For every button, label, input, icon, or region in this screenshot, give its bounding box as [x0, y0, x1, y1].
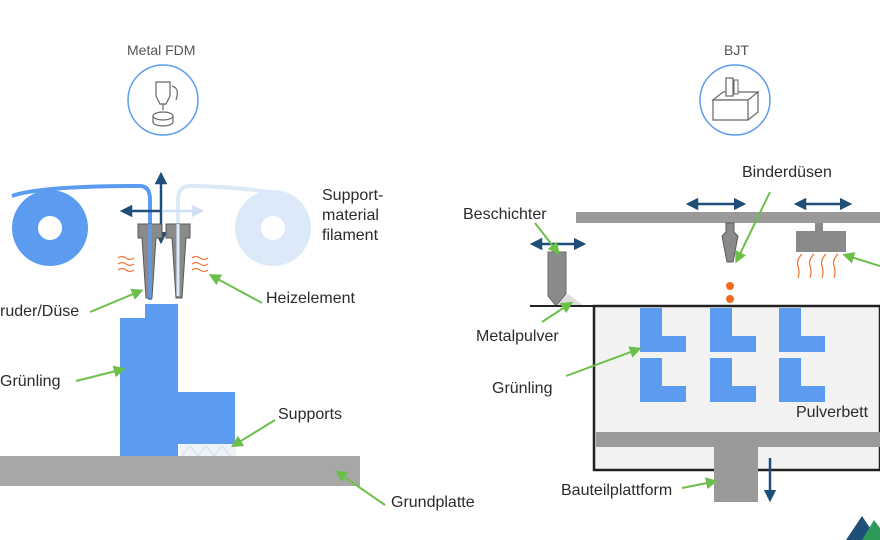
bjt-process-icon [699, 64, 771, 136]
leader-build-platform [681, 477, 718, 490]
label-bjt-green-part: Grünling [492, 380, 553, 397]
label-support-filament-line2: material [322, 207, 379, 224]
label-metal-powder: Metalpulver [476, 328, 559, 345]
leader-metal-powder [541, 301, 574, 323]
fdm-title: Metal FDM [127, 42, 196, 58]
fdm-process-icon [127, 64, 199, 136]
label-support-filament-line3: filament [322, 227, 379, 244]
fdm-supports [180, 444, 236, 457]
label-support-filament-line1: Support- [322, 187, 384, 204]
label-heater: Heizelement [266, 290, 355, 307]
metal-filament-spool [12, 190, 88, 266]
bjt-green-parts [640, 308, 825, 402]
leader-heater-right [842, 252, 880, 267]
binder-nozzle [721, 222, 739, 263]
support-filament-spool [235, 190, 311, 266]
heat-waves-left [117, 255, 135, 273]
label-powder-bed: Pulverbett [796, 404, 869, 421]
bed-floor [596, 432, 880, 447]
metal-filament-path [11, 183, 152, 300]
label-fdm-green-part: Grünling [0, 373, 61, 390]
leader-supports [230, 419, 276, 448]
binder-droplet-2 [726, 295, 734, 303]
binder-droplet-1 [726, 282, 734, 290]
label-build-platform: Bauteilplattform [561, 482, 673, 499]
label-coater: Beschichter [463, 206, 547, 223]
label-nozzle: ruder/Düse [0, 303, 80, 320]
bjt-gantry [576, 212, 880, 223]
label-supports: Supports [278, 406, 343, 423]
leader-nozzle [89, 288, 144, 313]
bjt-heater [796, 223, 846, 279]
fdm-green-part [120, 304, 235, 456]
leader-binder [735, 191, 771, 264]
label-base-plate: Grundplatte [391, 494, 475, 511]
leader-coater [534, 222, 560, 255]
support-filament-path [176, 183, 286, 240]
company-logo-icon [846, 516, 880, 540]
heat-waves-right [191, 255, 209, 273]
coater-blade [547, 251, 567, 307]
bjt-title: BJT [724, 42, 749, 58]
fdm-base-plate [0, 456, 360, 486]
label-binder-nozzles: Binderdüsen [742, 164, 832, 181]
leader-heater [208, 274, 263, 304]
extruder-nozzles [137, 223, 191, 299]
leader-base-plate [335, 470, 386, 506]
leader-bjt-green [565, 346, 642, 377]
leader-fdm-green [75, 365, 126, 382]
build-platform-piston [714, 447, 758, 502]
